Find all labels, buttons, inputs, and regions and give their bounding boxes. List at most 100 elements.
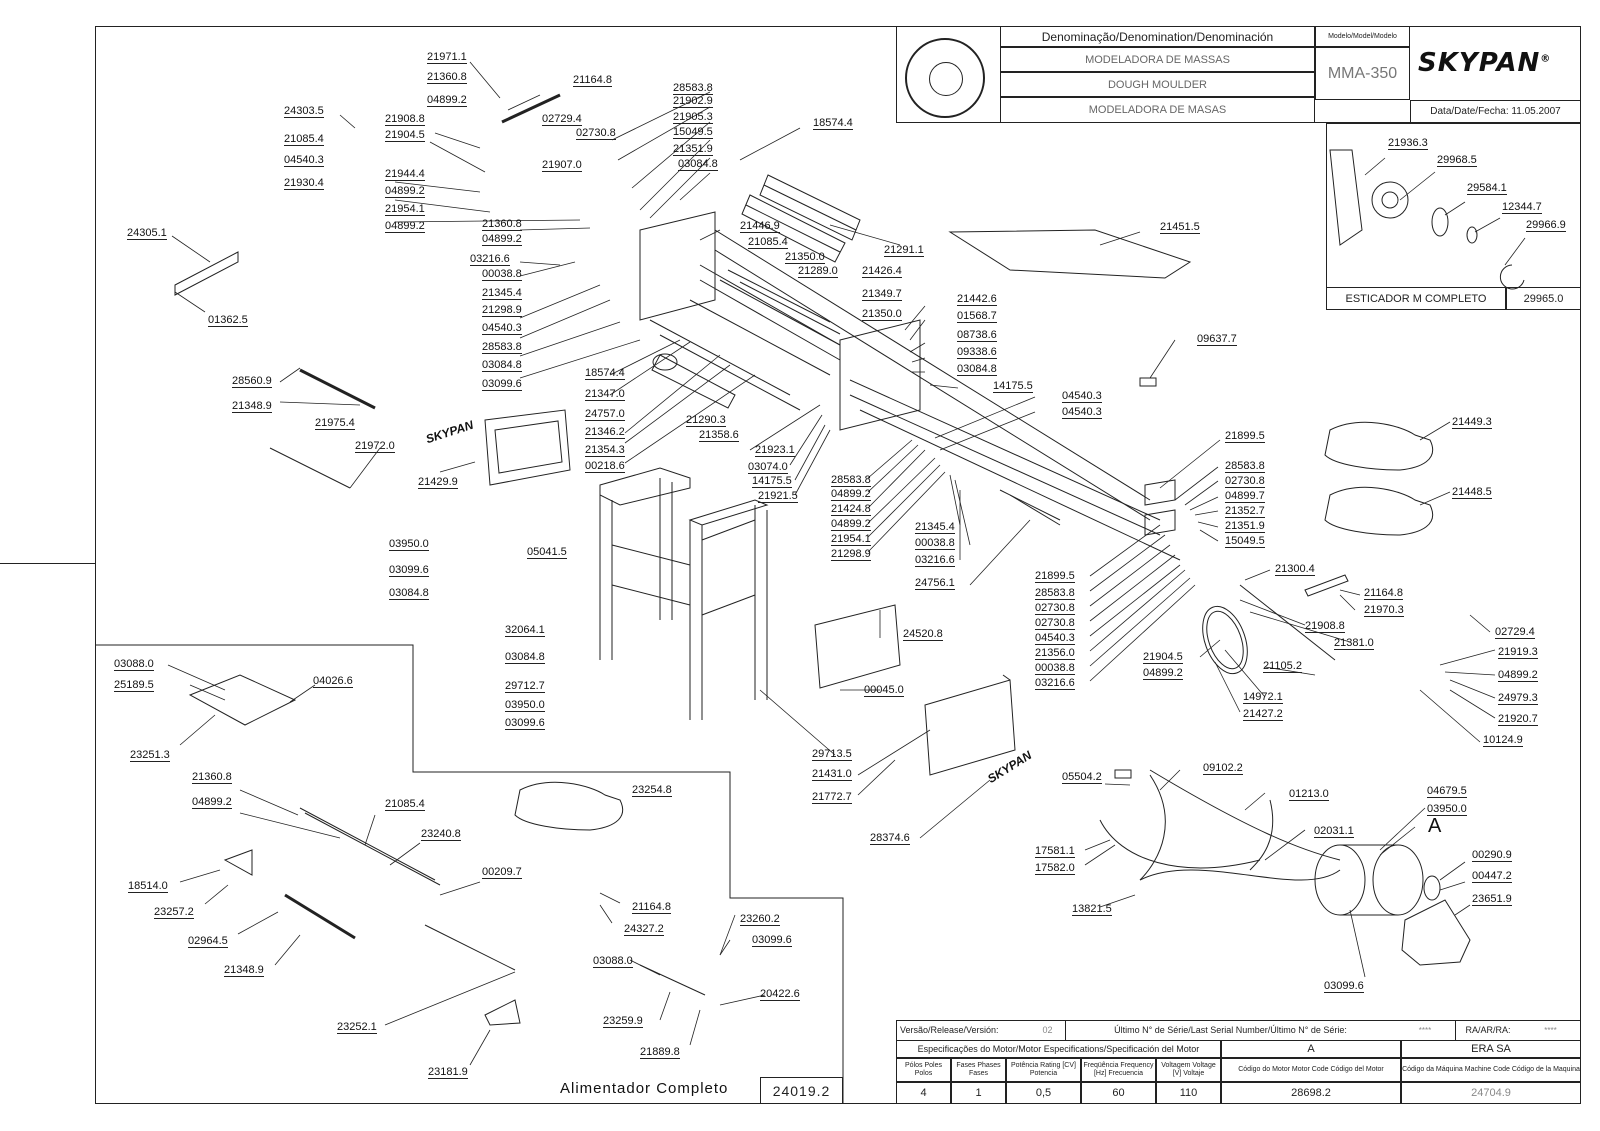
part-label: 28583.8 [482,341,522,354]
part-label: 00290.9 [1472,849,1512,862]
part-label: 02729.4 [1495,626,1535,639]
part-label: 28583.8 [831,474,871,487]
part-label: 21291.1 [884,244,924,257]
part-label: 24305.1 [127,227,167,240]
part-label: 18574.4 [813,117,853,130]
part-label: 08738.6 [957,329,997,342]
part-label: 28583.8 [1225,460,1265,473]
part-label: 17582.0 [1035,862,1075,875]
part-label: 21899.5 [1035,570,1075,583]
col-poles: Pólos Poles Polos [896,1058,951,1082]
part-label: 32064.1 [505,624,545,637]
part-label: 21944.4 [385,168,425,181]
table-sheet [948,229,1192,279]
part-label: 24756.1 [915,577,955,590]
poles-value: 4 [896,1082,951,1104]
part-label: 21381.0 [1334,637,1374,650]
part-label: 21351.9 [673,143,713,156]
foam-pad-1 [1324,421,1434,471]
col-motor-code: Código do Motor Motor Code Código del Mo… [1221,1058,1401,1082]
part-label: 21920.7 [1498,713,1538,726]
part-label: 02964.5 [188,935,228,948]
part-label: 21449.3 [1452,416,1492,429]
part-label: 10124.9 [1483,734,1523,747]
power-value: 0,5 [1006,1082,1081,1104]
part-label: 21431.0 [812,768,852,781]
part-label: 29712.7 [505,680,545,693]
date-label: Data/Date/Fecha: 11.05.2007 [1410,100,1581,123]
part-label: 21360.8 [427,71,467,84]
feeder-code: 24019.2 [760,1077,843,1104]
part-label: 21350.0 [785,251,825,264]
part-label: 04899.7 [1225,490,1265,503]
part-label: 04540.3 [1035,632,1075,645]
lower-rollers [649,269,841,411]
part-label: 00038.8 [482,268,522,281]
part-label: 28560.9 [232,375,272,388]
part-label: 00447.2 [1472,870,1512,883]
part-label: 17581.1 [1035,845,1075,858]
part-label: 03074.0 [748,461,788,474]
upper-roller [741,174,861,263]
part-label: 28583.8 [1035,587,1075,600]
part-label: 21905.3 [673,111,713,124]
part-label: 21360.8 [192,771,232,784]
part-label: 21889.8 [640,1046,680,1059]
part-label: 24757.0 [585,408,625,421]
col-frequency: Freqüência Frequency [Hz] Frecuencia [1081,1058,1156,1082]
part-label: 03216.6 [915,554,955,567]
feeder-tray [188,674,297,726]
part-label: 21448.5 [1452,486,1492,499]
col-phases: Fases Phases Fases [951,1058,1006,1082]
right-side-plate [839,319,921,431]
part-label: 21351.9 [1225,520,1265,533]
part-label: 21923.1 [755,444,795,457]
col-machine-code: Código da Máquina Machine Code Código de… [1401,1058,1581,1082]
part-label: 23254.8 [632,784,672,797]
col-voltage: Voltagem Voltage [V] Voltaje [1156,1058,1221,1082]
part-label: 21899.5 [1225,430,1265,443]
voltage-value: 110 [1156,1082,1221,1104]
part-label: 25189.5 [114,679,154,692]
left-margin-line [0,563,95,564]
ra-label: RA/AR/RA: [1455,1020,1520,1040]
part-label: 03950.0 [505,699,545,712]
leader-lines [167,61,1526,1066]
handwheel [1202,605,1248,675]
frequency-value: 60 [1081,1082,1156,1104]
part-label: 21426.4 [862,265,902,278]
part-label: 21446.9 [740,220,780,233]
motor-spec-label: Especificações do Motor/Motor Especifica… [896,1040,1221,1058]
part-label: 18514.0 [128,880,168,893]
part-label: 03088.0 [593,955,633,968]
part-label: 21908.8 [385,113,425,126]
part-label: 05504.2 [1062,771,1102,784]
motor-letter: A [1428,815,1442,837]
part-label: 03950.0 [389,538,429,551]
part-label: 09102.2 [1203,762,1243,775]
bottom-block [896,1020,1581,1104]
part-label: 21921.5 [758,490,798,503]
part-label: 02730.8 [1225,475,1265,488]
part-label: 21349.7 [862,288,902,301]
brand-logo: SKYPAN® [1418,48,1552,78]
part-label: 23240.8 [421,828,461,841]
part-label: 21902.9 [673,95,713,108]
part-label: 21354.3 [585,444,625,457]
part-label: 23181.9 [428,1066,468,1079]
part-label: 21348.9 [232,400,272,413]
part-label: 21954.1 [831,533,871,546]
part-label: 04899.2 [192,796,232,809]
tensioner-title: ESTICADOR M COMPLETO [1326,287,1506,310]
feeder-boundary [95,644,844,1104]
tensioner-code: 29965.0 [1506,287,1581,310]
part-label: 28583.8 [673,82,713,95]
part-label: 03099.6 [752,934,792,947]
part-label: 03084.8 [482,359,522,372]
part-label: 04899.2 [1143,667,1183,680]
foam-pad-2 [1324,486,1434,536]
name-pt: MODELADORA DE MASSAS [1000,47,1315,72]
part-label: 21424.8 [831,503,871,516]
part-label: 21908.8 [1305,620,1345,633]
